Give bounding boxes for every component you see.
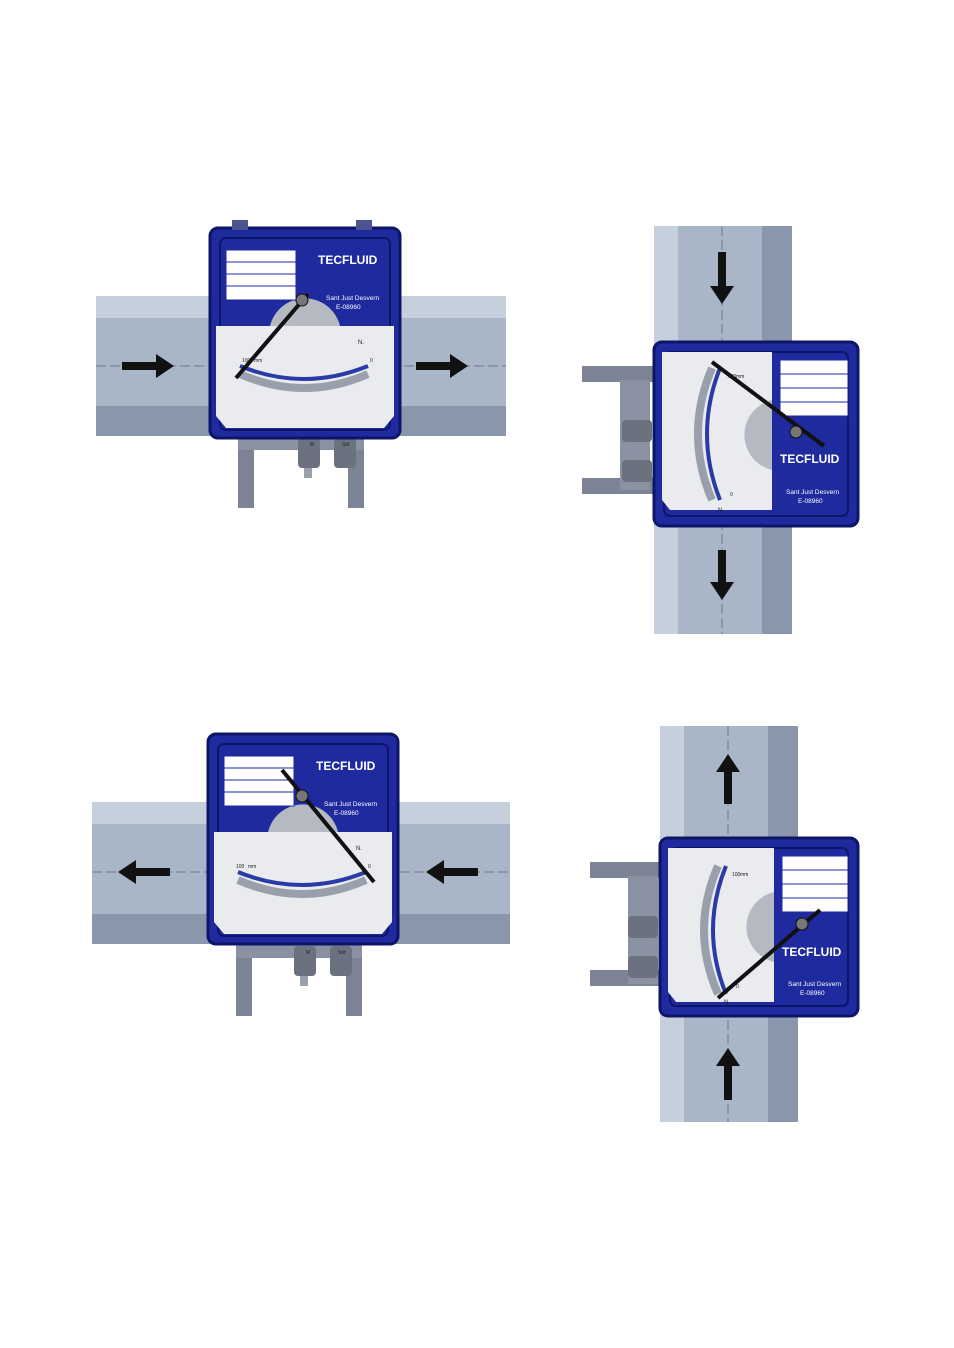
scale-unit: mm bbox=[740, 872, 748, 878]
installation-horizontal-right-to-left: TECFLUID Sant Just Desvern E-08960 N. 0 … bbox=[86, 720, 520, 1024]
address-line-2: E-08960 bbox=[336, 304, 361, 311]
address-line-2: E-08960 bbox=[334, 810, 359, 817]
cable-glands bbox=[298, 438, 356, 478]
address-line-1: Sant Just Desvern bbox=[324, 801, 377, 808]
needle-marker: N. bbox=[718, 508, 724, 514]
brand-logo: TECFLUID bbox=[782, 945, 842, 959]
arrow-icon bbox=[426, 860, 478, 884]
meter-diagram: TECFLUID Sant Just Desvern E-08960 N. 0 … bbox=[582, 226, 860, 634]
housing bbox=[208, 220, 402, 440]
housing bbox=[652, 340, 860, 528]
needle bbox=[280, 768, 376, 884]
address-line-1: Sant Just Desvern bbox=[788, 981, 841, 988]
scale-unit: mm bbox=[736, 374, 744, 380]
arrow-icon bbox=[416, 354, 468, 378]
meter-diagram: TECFLUID Sant Just Desvern E-08960 N. 0 … bbox=[92, 732, 510, 1016]
arrow-icon bbox=[716, 754, 740, 804]
housing bbox=[658, 836, 860, 1018]
arrow-icon bbox=[122, 354, 174, 378]
scale-end-label: 100 bbox=[236, 864, 245, 870]
scale-end-label: 100 bbox=[732, 872, 741, 878]
installation-horizontal-left-to-right: TECFLUID Sant Just Desvern E-08960 N. 0 … bbox=[90, 216, 520, 516]
gland-label-b: Std bbox=[342, 442, 350, 448]
address-line-1: Sant Just Desvern bbox=[786, 489, 839, 496]
brand-logo: TECFLUID bbox=[780, 452, 840, 466]
address-line-2: E-08960 bbox=[800, 990, 825, 997]
installation-vertical-bottom-to-top: TECFLUID Sant Just Desvern E-08960 N. 0 … bbox=[576, 720, 876, 1128]
arrow-icon bbox=[710, 252, 734, 304]
cable-glands bbox=[294, 946, 352, 986]
arrow-icon bbox=[118, 860, 170, 884]
scale-end-label: 100 bbox=[728, 374, 737, 380]
scale-end-label: 100 bbox=[242, 358, 251, 364]
address-line-1: Sant Just Desvern bbox=[326, 295, 379, 302]
needle bbox=[710, 360, 826, 448]
housing bbox=[206, 732, 400, 946]
scale-unit: mm bbox=[254, 358, 262, 364]
needle-marker: N. bbox=[724, 1000, 730, 1006]
brand-logo: TECFLUID bbox=[316, 759, 376, 773]
gland-label-b: Std bbox=[338, 950, 346, 956]
cable-glands bbox=[628, 916, 658, 978]
needle bbox=[234, 292, 310, 380]
needle-marker: N. bbox=[358, 340, 364, 346]
address-line-2: E-08960 bbox=[798, 498, 823, 505]
scale-start-label: 0 bbox=[370, 358, 373, 364]
gland-label-a: M bbox=[306, 950, 310, 956]
meter-diagram: TECFLUID Sant Just Desvern E-08960 N. 0 … bbox=[96, 220, 506, 508]
brand-logo: TECFLUID bbox=[318, 253, 378, 267]
scale-start-label: 0 bbox=[736, 984, 739, 990]
installation-vertical-top-to-bottom: TECFLUID Sant Just Desvern E-08960 N. 0 … bbox=[570, 220, 870, 640]
arrow-icon bbox=[716, 1048, 740, 1100]
gland-label-a: M bbox=[310, 442, 314, 448]
scale-start-label: 0 bbox=[730, 492, 733, 498]
needle-marker: N. bbox=[356, 846, 362, 852]
cable-glands bbox=[622, 420, 652, 482]
scale-start-label: 0 bbox=[368, 864, 371, 870]
meter-diagram: TECFLUID Sant Just Desvern E-08960 N. 0 … bbox=[590, 726, 860, 1122]
arrow-icon bbox=[710, 550, 734, 600]
scale-unit: mm bbox=[248, 864, 256, 870]
